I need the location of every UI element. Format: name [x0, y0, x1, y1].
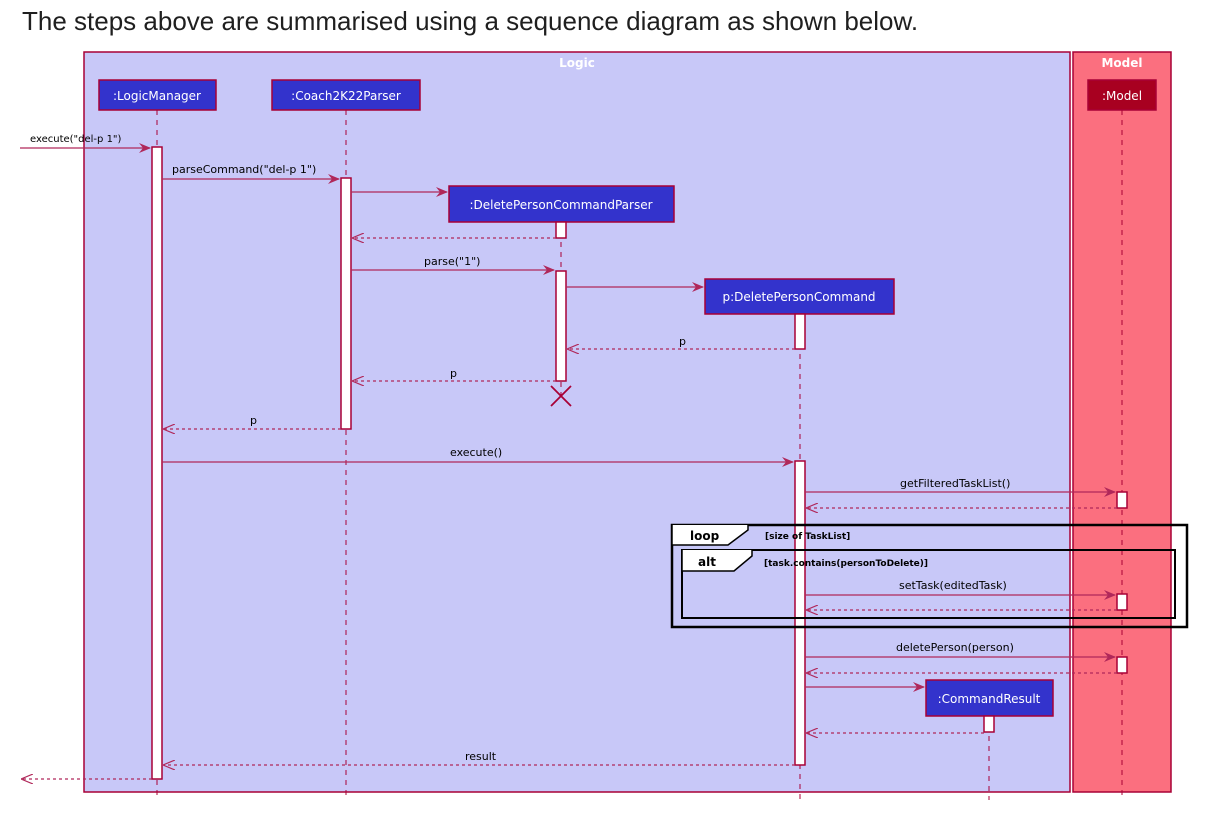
activation-logic-manager	[151, 146, 163, 780]
label-return-p-1: p	[679, 335, 686, 348]
logic-box	[83, 51, 1071, 793]
activation-delete-command-2	[794, 460, 806, 766]
activation-delete-parser-2	[555, 270, 567, 382]
participant-logic-manager-label: :LogicManager	[113, 89, 201, 103]
participant-delete-parser	[448, 185, 675, 223]
destroy-marker	[550, 385, 572, 407]
model-box-label: Model	[1101, 56, 1142, 70]
loop-fragment	[670, 523, 1189, 629]
intro-text: The steps above are summarised using a s…	[22, 6, 919, 36]
label-return-p-2: p	[450, 367, 457, 380]
participant-command-result-label: :CommandResult	[938, 692, 1041, 706]
activation-model-3	[1116, 656, 1128, 674]
label-execute: execute()	[450, 446, 502, 459]
alt-tab	[681, 550, 753, 572]
label-execute-in: execute("del-p 1")	[30, 134, 122, 145]
activation-delete-command-1	[794, 313, 806, 350]
activation-parser	[340, 177, 352, 430]
participant-model-label: :Model	[1102, 89, 1142, 103]
loop-guard: [size of TaskList]	[765, 532, 850, 542]
participant-delete-command	[704, 278, 895, 315]
label-result: result	[465, 750, 497, 763]
participant-model	[1087, 79, 1157, 111]
alt-fragment	[681, 549, 1176, 619]
participant-logic-manager	[98, 79, 217, 111]
activation-command-result	[983, 715, 995, 733]
logic-box-label: Logic	[559, 56, 595, 70]
label-parse-command: parseCommand("del-p 1")	[172, 163, 316, 176]
alt-label: alt	[698, 555, 716, 569]
activation-model-2	[1116, 593, 1128, 611]
participant-delete-parser-label: :DeletePersonCommandParser	[469, 198, 652, 212]
label-parse: parse("1")	[424, 255, 480, 268]
label-delete-person: deletePerson(person)	[896, 641, 1014, 654]
activation-model-1	[1116, 491, 1128, 509]
loop-tab	[671, 525, 749, 546]
participant-parser	[271, 79, 421, 111]
label-set-task: setTask(editedTask)	[899, 579, 1007, 592]
participant-command-result	[925, 679, 1054, 717]
alt-guard: [task.contains(personToDelete)]	[764, 559, 928, 569]
activation-delete-parser-1	[555, 221, 567, 239]
label-get-filtered: getFilteredTaskList()	[900, 477, 1010, 490]
participant-parser-label: :Coach2K22Parser	[291, 89, 401, 103]
loop-label: loop	[690, 529, 720, 543]
participant-delete-command-label: p:DeletePersonCommand	[722, 290, 875, 304]
label-return-p-3: p	[250, 414, 257, 427]
